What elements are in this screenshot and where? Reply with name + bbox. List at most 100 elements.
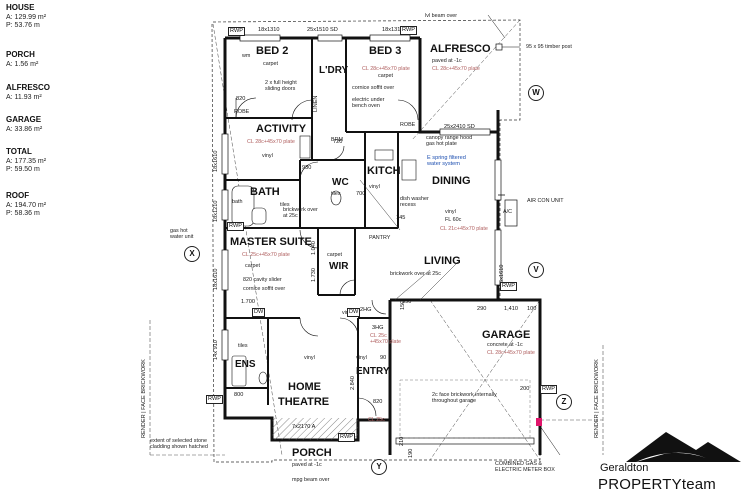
ceiling-spec: CL 28c+45x70 plate: [432, 66, 480, 72]
rangehood-note: canopy range hood gas hot plate: [426, 135, 473, 147]
dw-marker: DW: [347, 308, 361, 317]
ceiling-spec: CL 28c+45x70 plate: [362, 66, 410, 72]
floor-note: carpet: [245, 263, 260, 269]
dim: 1.040: [311, 241, 317, 255]
fixtures: [231, 135, 417, 387]
floor-note: vinyl: [445, 209, 456, 215]
meter-box-mark: [536, 418, 542, 426]
room-label-porch: PORCH: [292, 447, 332, 459]
dishwasher-note: dish washer recess: [400, 196, 429, 208]
meter-note: COMBINED GAS & ELECTRIC METER BOX: [495, 461, 555, 473]
dim: 1.700: [241, 299, 255, 305]
stat-line: A: 33.86 m²: [6, 126, 43, 133]
rwp-marker: RWP: [338, 433, 355, 442]
rwp-marker: RWP: [500, 282, 517, 291]
dim: 90: [380, 355, 387, 361]
window-dim: 25x2410 SD: [444, 124, 475, 130]
stat-line: P: 58.36 m: [6, 210, 40, 217]
garage-note: concrete at -1c: [487, 342, 523, 348]
window-dim: 18x1610: [213, 150, 219, 172]
section-marker-x: X: [184, 246, 200, 262]
stat-heading: ROOF: [6, 191, 30, 200]
stone-note: extent of selected stone cladding shown …: [150, 438, 208, 450]
dim: 2HG: [360, 307, 372, 313]
room-label-entry: ENTRY: [356, 366, 390, 377]
linen-label: LINEN: [313, 95, 319, 112]
cornice-note: cornice soffit over: [352, 85, 395, 91]
stat-alfresco: ALFRESCO A: 11.93 m²: [6, 84, 50, 102]
dim: 1,410: [504, 306, 518, 312]
face-brick-note: 2c face brickwork internally throughout …: [432, 392, 497, 404]
pantry-label: PANTRY: [369, 235, 391, 241]
ceiling-spec: CL 28c+45x70 plate: [247, 139, 295, 145]
dim: 145: [396, 215, 406, 221]
aircon-label: A/C: [503, 209, 512, 215]
window-dim: 14x 910: [213, 340, 219, 360]
room-label-activity: ACTIVITY: [256, 123, 307, 135]
dim: 190: [408, 448, 414, 458]
rwp-marker: RWP: [228, 27, 245, 36]
floor-note: vinyl: [369, 184, 380, 190]
aircon-unit: [504, 199, 518, 227]
dim: 3HG: [372, 325, 384, 331]
beam-note: mpg beam over: [292, 477, 330, 483]
company-logo: Geraldton PROPERTYteam: [596, 428, 746, 498]
dim: 700: [356, 191, 366, 197]
stat-line: A: 194.70 m²: [6, 202, 47, 209]
room-label-living: LIVING: [424, 255, 461, 267]
timber-post-note: 95 x 95 timber post: [526, 44, 572, 50]
stat-heading: TOTAL: [6, 147, 32, 156]
logo-line2: PROPERTYteam: [598, 476, 716, 493]
ceiling-spec: CL 25c: [368, 417, 385, 423]
section-marker-y: Y: [371, 459, 387, 475]
room-label-home: HOME: [288, 381, 321, 393]
dw-marker: DW: [252, 308, 266, 317]
dim: 200: [520, 386, 530, 392]
render-label: RENDER | FACE BRICKWORK: [141, 359, 147, 438]
ceiling-spec: CL 25c+45x70 plate: [242, 252, 290, 258]
room-label-laundry: L'DRY: [319, 65, 349, 76]
floor-note: carpet: [378, 73, 393, 79]
brickwork-note: brickwork over at 25c: [390, 271, 441, 277]
room-label-kitchen: KITCH: [367, 165, 401, 177]
section-marker-z: Z: [556, 394, 572, 410]
stat-garage: GARAGE A: 33.86 m²: [6, 116, 42, 134]
room-label-ensuite: ENS: [235, 359, 256, 370]
window-dim: 18x1310: [258, 27, 280, 33]
floor-level-note: FL 60c: [445, 217, 462, 223]
stat-line: P: 59.50 m: [6, 166, 40, 173]
slider-note: 820 cavity slider: [243, 277, 282, 283]
robe-label: ROBE: [234, 109, 250, 115]
dim: 390: [402, 299, 412, 305]
stat-line: A: 11.93 m²: [6, 94, 42, 101]
stat-heading: GARAGE: [6, 115, 42, 124]
rwp-marker: RWP: [540, 385, 557, 394]
room-label-bed3: BED 3: [369, 45, 402, 57]
ceiling-spec: CL 25c +45x70 plate: [370, 333, 402, 345]
floor-note: tiles: [331, 191, 341, 197]
dim: 820: [236, 96, 246, 102]
door-swings: [235, 97, 419, 417]
room-label-theatre: THEATRE: [278, 396, 330, 408]
rwp-marker: RWP: [206, 395, 223, 404]
dim: 100: [527, 306, 537, 312]
stone-hatch: [272, 418, 358, 440]
stat-heading: ALFRESCO: [6, 83, 50, 92]
washing-machine-note: wm: [242, 53, 251, 59]
section-marker-w: W: [528, 85, 544, 101]
floor-note: carpet: [263, 61, 278, 67]
window-dim: 25x1510 SD: [307, 27, 338, 33]
stat-house: HOUSE A: 129.99 m² P: 53.76 m: [6, 4, 46, 30]
room-label-bath: BATH: [250, 186, 280, 198]
window-dim: 18x1310: [382, 27, 404, 33]
room-label-dining: DINING: [432, 175, 471, 187]
cornice-note: cornice soffit over: [243, 286, 286, 292]
dim: 290: [477, 306, 487, 312]
dim: 820: [373, 399, 383, 405]
room-label-wir: WIR: [329, 261, 349, 272]
stat-line: A: 129.99 m²: [6, 14, 47, 21]
ceiling-spec: CL 28c+45x70 plate: [487, 350, 535, 356]
brickwork-note: brickwork over at 25c: [283, 207, 318, 219]
stat-line: P: 53.76 m: [6, 22, 40, 29]
